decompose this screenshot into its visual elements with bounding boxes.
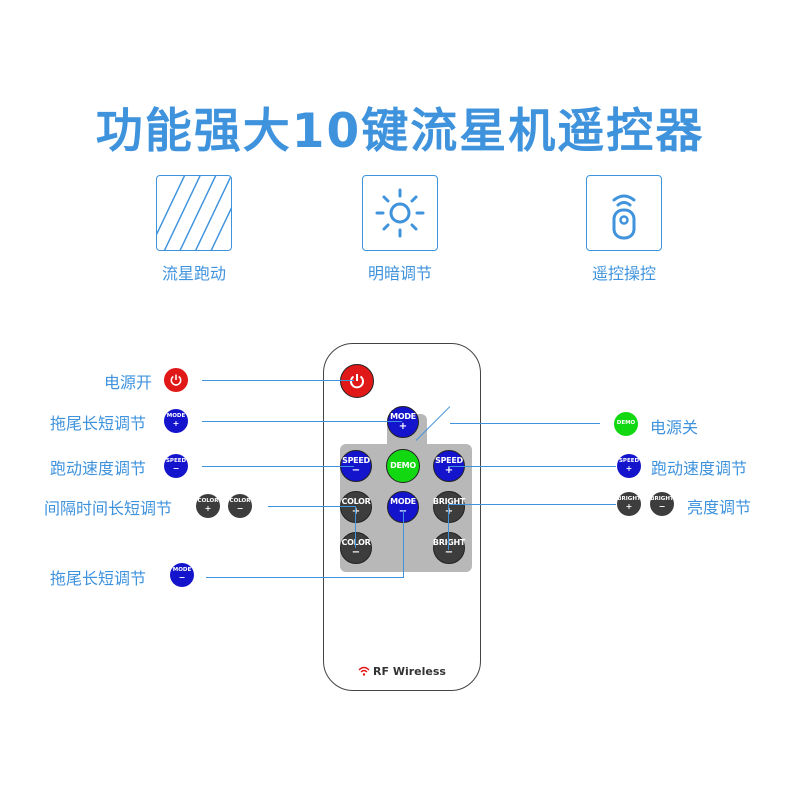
callout-line — [450, 423, 600, 424]
speed-minus-mini-button: SPEED − — [164, 454, 188, 478]
callout-tail-adjust-plus: 拖尾长短调节 — [50, 414, 147, 433]
button-sign: − — [351, 464, 361, 476]
button-text: SPEED — [435, 455, 463, 465]
button-text: SPEED — [342, 455, 370, 465]
power-on-button[interactable] — [340, 364, 374, 398]
button-text: BRIGHT — [432, 496, 466, 506]
mini-button-sign: + — [204, 503, 212, 513]
callout-line — [202, 421, 402, 422]
bright-plus-mini-button: BRIGHT + — [617, 492, 641, 516]
mini-button-sign: − — [236, 503, 244, 513]
mini-button-sign: + — [625, 463, 633, 473]
bright-plus-button[interactable]: BRIGHT + — [433, 491, 465, 523]
callout-speed-adjust-right: 跑动速度调节 — [651, 459, 748, 478]
mini-button-sign: + — [625, 501, 633, 511]
callout-line — [448, 466, 616, 467]
page-title: 功能强大10键流星机遥控器 — [95, 104, 705, 159]
bright-minus-mini-button: BRIGHT − — [650, 492, 674, 516]
callout-line — [403, 510, 404, 578]
callout-brightness-adjust: 亮度调节 — [687, 498, 752, 517]
callout-tail-adjust-minus: 拖尾长短调节 — [50, 569, 147, 588]
feature-label: 明暗调节 — [367, 264, 432, 283]
bright-minus-button[interactable]: BRIGHT − — [433, 532, 465, 564]
button-text: BRIGHT — [432, 537, 466, 547]
callout-line — [448, 504, 449, 550]
mini-button-text: SPEED — [165, 458, 187, 465]
brand-label: RF Wireless — [324, 665, 480, 678]
mini-button-text: BRIGHT — [650, 496, 674, 503]
callout-power-on: 电源开 — [104, 373, 153, 392]
remote-control: MODE + SPEED − DEMO SPEED + COLOR + MODE… — [323, 343, 481, 691]
callout-power-off: 电源关 — [650, 418, 699, 437]
mini-button-sign: − — [172, 463, 180, 473]
mode-plus-button[interactable]: MODE + — [387, 406, 419, 438]
mini-button-text: COLOR — [197, 498, 219, 505]
color-plus-button[interactable]: COLOR + — [340, 491, 372, 523]
power-on-mini-button — [164, 368, 188, 392]
callout-line — [202, 380, 354, 381]
button-text: MODE — [390, 496, 416, 506]
feature-label: 遥控操控 — [591, 264, 656, 283]
callout-line — [355, 506, 356, 548]
color-plus-mini-button: COLOR + — [196, 494, 220, 518]
button-sign: + — [444, 464, 454, 476]
mode-plus-mini-button: MODE + — [164, 409, 188, 433]
callout-line — [448, 504, 616, 505]
button-text: MODE — [390, 411, 416, 421]
sun-icon — [362, 175, 438, 251]
color-minus-button[interactable]: COLOR − — [340, 532, 372, 564]
callout-interval-adjust: 间隔时间长短调节 — [44, 499, 173, 518]
button-sign: − — [399, 506, 407, 517]
mini-button-text: MODE — [172, 567, 192, 574]
feature-remote: 遥控操控 — [554, 175, 694, 284]
callout-line — [206, 577, 403, 578]
button-text: DEMO — [390, 461, 416, 470]
mini-button-text: SPEED — [618, 458, 640, 465]
diagonal-lines-icon — [156, 175, 232, 251]
power-icon — [350, 374, 364, 389]
remote-icon — [586, 175, 662, 251]
callout-speed-adjust-left: 跑动速度调节 — [50, 459, 147, 478]
mini-button-sign: − — [658, 501, 666, 511]
demo-button[interactable]: DEMO — [386, 449, 420, 483]
button-text: COLOR — [341, 496, 371, 506]
mini-button-text: MODE — [166, 413, 186, 420]
power-icon — [170, 374, 182, 386]
mini-button-sign: + — [172, 418, 180, 428]
button-sign: + — [398, 420, 408, 432]
callout-line — [268, 506, 356, 507]
wireless-icon — [358, 666, 370, 676]
mini-button-text: DEMO — [616, 420, 636, 427]
button-sign: − — [444, 546, 454, 558]
speed-plus-mini-button: SPEED + — [617, 454, 641, 478]
mode-minus-button[interactable]: MODE − — [387, 491, 419, 523]
button-text: COLOR — [342, 538, 371, 547]
mini-button-sign: − — [178, 572, 186, 582]
brand-text: RF Wireless — [373, 665, 446, 678]
feature-brightness: 明暗调节 — [330, 175, 470, 284]
button-sign: − — [351, 546, 361, 558]
demo-mini-button: DEMO — [614, 412, 638, 436]
feature-label: 流星跑动 — [161, 264, 226, 283]
color-minus-mini-button: COLOR − — [228, 494, 252, 518]
speed-minus-button[interactable]: SPEED − — [340, 450, 372, 482]
mode-minus-mini-button: MODE − — [170, 563, 194, 587]
callout-line — [202, 466, 354, 467]
mini-button-text: COLOR — [229, 498, 251, 505]
feature-meteor-run: 流星跑动 — [124, 175, 264, 284]
mini-button-text: BRIGHT — [617, 496, 641, 503]
